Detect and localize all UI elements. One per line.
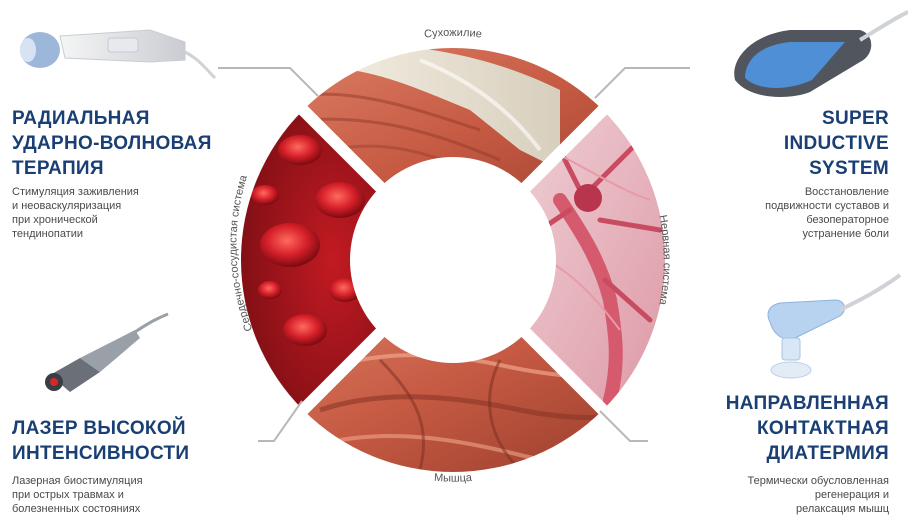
shockwave-therapy-description: Стимуляция заживления и неоваскуляризаци… <box>12 186 139 240</box>
shockwave-therapy-title: РАДИАЛЬНАЯ УДАРНО-ВОЛНОВАЯ ТЕРАПИЯ <box>12 108 212 179</box>
diathermy-electrode-icon <box>767 273 902 379</box>
diathermy-title: НАПРАВЛЕННАЯ КОНТАКТНАЯ ДИАТЕРМИЯ <box>725 393 889 464</box>
label-tendon: Сухожилие <box>424 27 483 41</box>
connector-lines <box>218 67 690 442</box>
diathermy-description: Термически обусловленная регенерация и р… <box>747 475 889 515</box>
ring-segments <box>213 20 693 500</box>
laser-probe-icon <box>45 312 169 392</box>
inductive-system-title: SUPER INDUCTIVE SYSTEM <box>783 108 889 179</box>
label-nerve: Нервная система <box>656 214 673 307</box>
laser-therapy-title: ЛАЗЕР ВЫСОКОЙ ИНТЕНСИВНОСТИ <box>12 418 190 464</box>
shockwave-handpiece-icon <box>20 29 217 80</box>
label-muscle: Мышца <box>434 472 474 485</box>
inductive-system-description: Восстановление подвижности суставов и бе… <box>765 186 889 240</box>
inductive-applicator-icon <box>734 10 908 97</box>
laser-therapy-description: Лазерная биостимуляция при острых травма… <box>12 475 143 515</box>
